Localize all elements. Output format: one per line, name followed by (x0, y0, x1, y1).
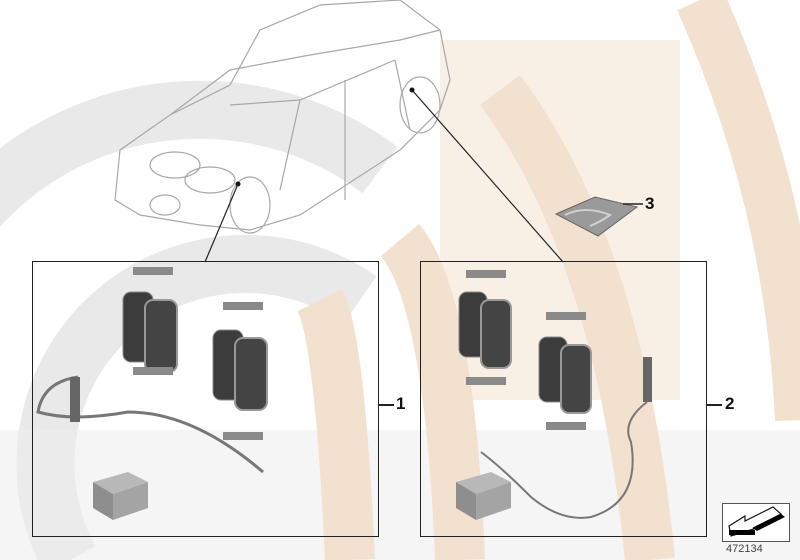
clip-icon (466, 270, 586, 430)
callout-2[interactable]: 2 (725, 394, 735, 413)
clip-icon (133, 267, 263, 440)
wear-sensor-cable (36, 375, 264, 474)
rear-brake-parts-illustration (456, 270, 652, 520)
callout-2-leader (706, 404, 722, 406)
brake-pad-icon (122, 291, 268, 411)
arrow-back-icon (728, 506, 785, 537)
panel-rear-brake-kit (420, 261, 707, 537)
callout-1-leader (378, 404, 394, 406)
image-number: 472134 (726, 543, 763, 555)
back-navigation-button[interactable] (722, 503, 790, 542)
wear-sensor-icon (70, 377, 80, 422)
callout-1[interactable]: 1 (396, 394, 406, 413)
wear-sensor-icon (643, 357, 652, 402)
callout-3[interactable]: 3 (645, 194, 655, 213)
box-icon (93, 472, 148, 520)
brake-pad-icon (458, 291, 592, 414)
panel-front-brake-kit (32, 261, 379, 537)
front-brake-parts-illustration (36, 267, 268, 520)
wear-sensor-cable (480, 401, 648, 519)
box-icon (456, 472, 511, 520)
